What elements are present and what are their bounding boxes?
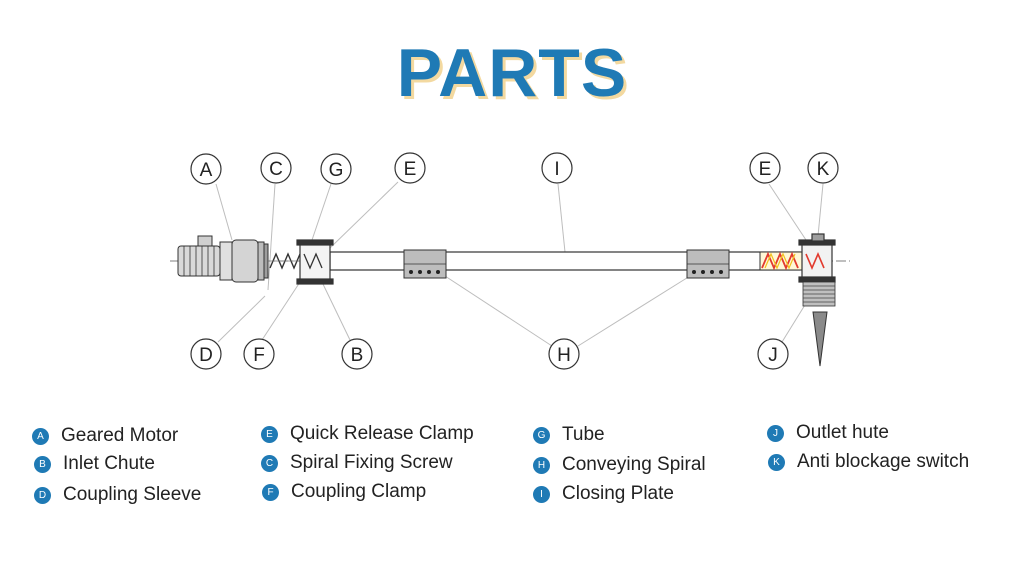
legend-label: Inlet Chute — [63, 453, 155, 474]
callouts-top: A C G E I E K — [190, 152, 839, 185]
svg-text:C: C — [269, 159, 283, 180]
legend-item-coupling-clamp: F Coupling Clamp — [262, 481, 426, 503]
spiral-motor-end — [268, 252, 301, 270]
legend-label: Coupling Clamp — [291, 481, 427, 502]
legend-label: Conveying Spiral — [562, 454, 706, 475]
svg-text:D: D — [199, 345, 213, 366]
svg-text:K: K — [817, 159, 830, 180]
inlet-chute — [296, 239, 334, 285]
legend-item-outlet-hute: J Outlet hute — [767, 422, 889, 444]
callout-a: A — [190, 153, 222, 185]
legend-item-tube: G Tube — [533, 424, 605, 446]
legend-item-anti-blockage-switch: K Anti blockage switch — [768, 451, 969, 473]
svg-text:B: B — [351, 345, 364, 366]
legend-badge: I — [533, 485, 550, 503]
quick-release-clamp-left — [403, 249, 447, 279]
outlet-housing — [798, 233, 836, 283]
legend-label: Coupling Sleeve — [63, 484, 202, 505]
callout-i: I — [541, 152, 573, 184]
leader-lines — [215, 181, 824, 347]
legend-badge: E — [261, 425, 278, 443]
svg-text:F: F — [253, 345, 265, 366]
callout-b: B — [341, 338, 373, 370]
legend-badge: K — [768, 453, 785, 471]
callout-c: C — [260, 152, 292, 184]
legend-label: Closing Plate — [562, 483, 674, 504]
legend-badge: G — [533, 426, 550, 444]
legend-label: Quick Release Clamp — [290, 423, 474, 444]
svg-text:E: E — [759, 159, 772, 180]
callout-j: J — [757, 338, 789, 370]
legend-badge: C — [261, 454, 278, 472]
callout-e-left: E — [394, 152, 426, 184]
outlet-chute — [802, 281, 836, 367]
callout-f: F — [243, 338, 275, 370]
legend-label: Anti blockage switch — [797, 451, 970, 472]
svg-text:H: H — [557, 345, 571, 366]
svg-text:A: A — [200, 160, 213, 181]
page-title: PARTS — [396, 35, 628, 111]
legend-badge: B — [34, 455, 51, 473]
legend-item-quick-release-clamp: E Quick Release Clamp — [261, 423, 474, 445]
legend-label: Outlet hute — [796, 422, 889, 443]
legend-badge: F — [262, 483, 279, 501]
legend-label: Tube — [562, 424, 605, 445]
legend-item-inlet-chute: B Inlet Chute — [34, 453, 155, 475]
svg-text:E: E — [404, 159, 417, 180]
legend-badge: H — [533, 456, 550, 474]
conveying-spiral-outlet — [759, 251, 803, 271]
legend-badge: D — [34, 486, 51, 504]
legend-item-geared-motor: A Geared Motor — [32, 425, 178, 447]
callout-d: D — [190, 338, 222, 370]
geared-motor — [177, 235, 269, 283]
callout-e-right: E — [749, 152, 781, 184]
svg-text:I: I — [554, 159, 559, 180]
legend-badge: A — [32, 427, 49, 445]
callout-k: K — [807, 152, 839, 184]
legend-item-spiral-fixing-screw: C Spiral Fixing Screw — [261, 452, 453, 474]
legend-item-conveying-spiral: H Conveying Spiral — [533, 454, 706, 476]
legend-item-closing-plate: I Closing Plate — [533, 483, 674, 505]
quick-release-clamp-right — [686, 249, 730, 279]
legend-item-coupling-sleeve: D Coupling Sleeve — [34, 484, 201, 506]
callouts-bottom: D F B H J — [190, 338, 789, 370]
legend-label: Spiral Fixing Screw — [290, 452, 453, 473]
legend-badge: J — [767, 424, 784, 442]
svg-text:J: J — [768, 345, 778, 366]
legend-label: Geared Motor — [61, 425, 179, 446]
callout-h: H — [548, 338, 580, 370]
callout-g: G — [320, 153, 352, 185]
svg-text:G: G — [329, 160, 344, 181]
